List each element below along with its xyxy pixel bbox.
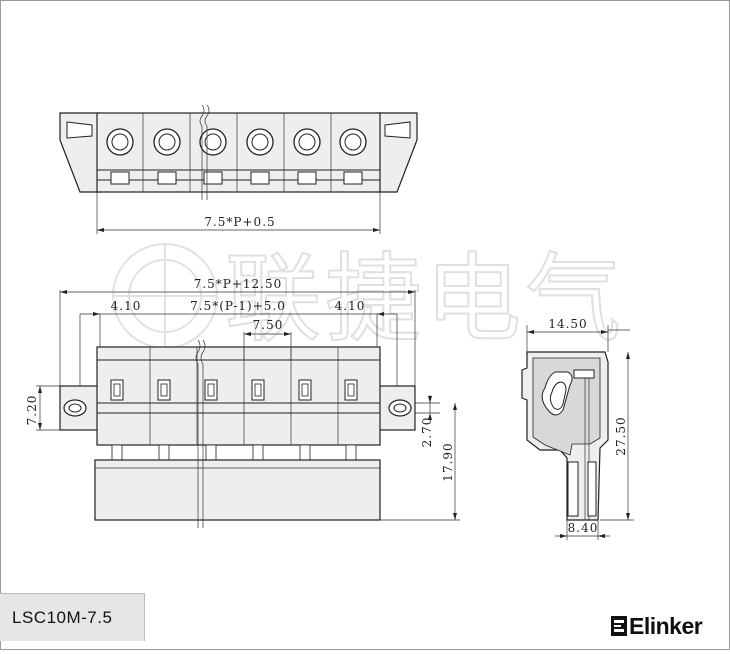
- left-ear-dim: 4.10: [111, 299, 142, 313]
- pitch-dim: 7.50: [253, 318, 284, 332]
- side-width-dim: 14.50: [548, 317, 587, 331]
- elinker-logo-icon: [611, 616, 627, 636]
- model-label-box: LSC10M-7.5: [0, 593, 145, 641]
- watermark: 联捷电气: [112, 242, 625, 356]
- side-height-dim: 27.50: [614, 416, 628, 455]
- front-span-dim: 7.5*(P-1)+5.0: [190, 299, 286, 313]
- front-view: 7.5*P+12.50 4.10 7.5*(P-1)+5.0 4.10 7.50…: [25, 277, 460, 528]
- offset-dim: 2.70: [420, 417, 434, 448]
- height-dim: 17.90: [441, 442, 455, 481]
- front-overall-dim: 7.5*P+12.50: [194, 277, 283, 291]
- model-label: LSC10M-7.5: [12, 607, 113, 627]
- side-base-dim: 8.40: [568, 521, 599, 535]
- top-screw-holes: [106, 128, 367, 156]
- top-overall-dim: 7.5*P+0.5: [204, 215, 275, 229]
- brand-logo: Elinker: [611, 612, 703, 640]
- side-view: 14.50 27.50 8.40: [521, 317, 634, 540]
- watermark-text: 联捷电气: [225, 243, 625, 355]
- top-view: 7.5*P+0.5: [59, 104, 418, 234]
- ear-height-dim: 7.20: [25, 395, 39, 426]
- right-ear-dim: 4.10: [335, 299, 366, 313]
- brand-name: Elinker: [629, 612, 703, 639]
